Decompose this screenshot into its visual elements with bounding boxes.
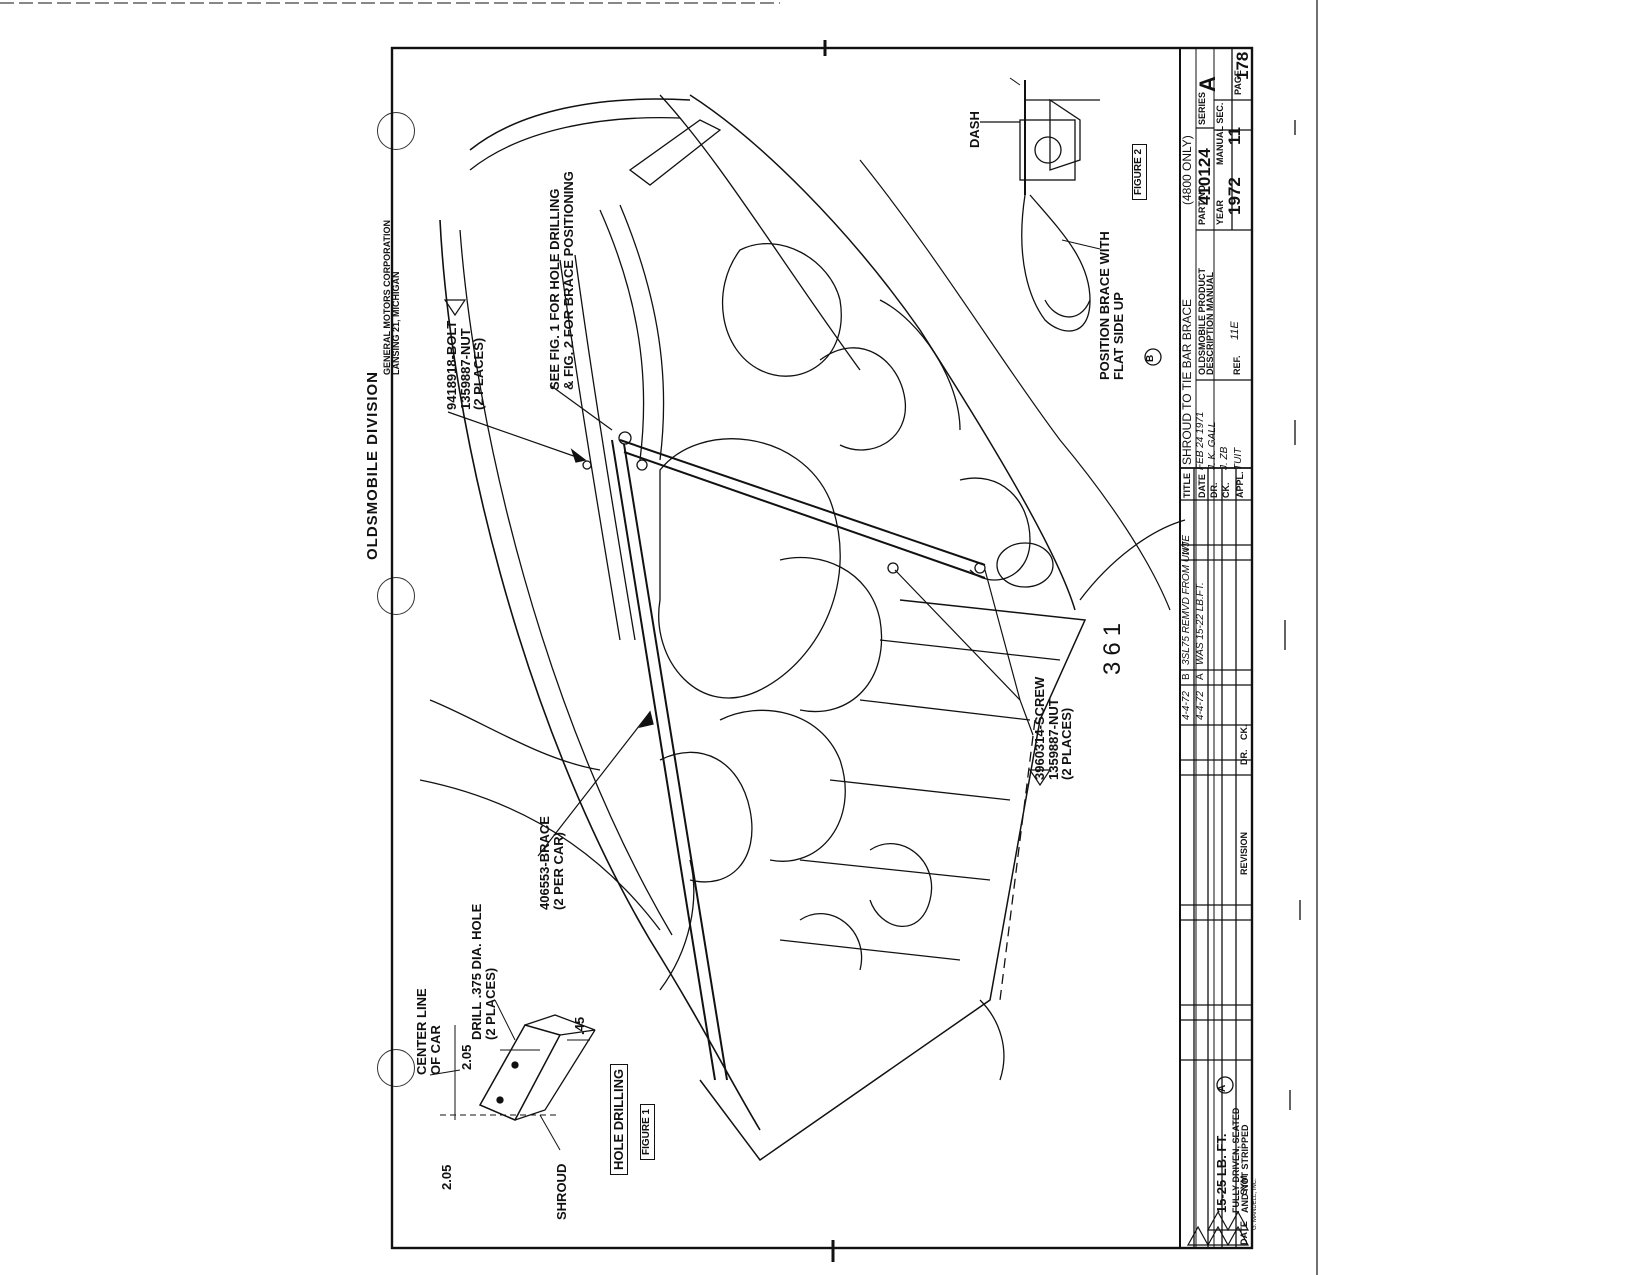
revision-row-date: 4-4-72 [1195, 691, 1206, 720]
figure-1-label: FIGURE 1 [640, 1103, 655, 1160]
part-number: 410124 [1195, 148, 1214, 205]
approved-label: APPL. [1235, 471, 1245, 498]
ref-value: 11E [1229, 321, 1241, 340]
checked-by-label: CK. [1221, 482, 1231, 499]
figure-2-label: FIGURE 2 [1132, 143, 1147, 200]
punch-hole [377, 577, 415, 615]
circle-a-label: A [1217, 1084, 1228, 1092]
see-figure-callout: SEE FIG. 1 FOR HOLE DRILLING& FIG. 2 FOR… [547, 171, 576, 390]
drawing-title: SHROUD TO TIE BAR BRACE [1180, 298, 1194, 465]
series-label: SERIES [1197, 91, 1207, 125]
dash-label: DASH [967, 111, 982, 148]
hole-drilling-title: HOLE DRILLING [610, 1063, 628, 1175]
year-value: 1972 [1225, 177, 1244, 215]
punch-hole [377, 1049, 415, 1087]
revision-row-date: 4-4-72 [1181, 691, 1192, 720]
revision-row-sym: A [1195, 673, 1206, 680]
printer-mark: G. MANDELL, INC. [1252, 1178, 1258, 1230]
date-value: FEB 24 1971 [1195, 411, 1206, 470]
approved-value: TUIT [1233, 447, 1244, 470]
drawing-title-note: (4800 ONLY) [1180, 135, 1194, 205]
title-label: TITLE [1182, 473, 1192, 498]
torque-note: 15-25 LB. FT. [1214, 1133, 1229, 1213]
checked-by-value: J. ZB [1219, 446, 1230, 470]
dimension-top: 2.05 [459, 1044, 474, 1070]
revision-row-text: WAS 15-22 LB.FT. [1195, 582, 1206, 665]
manual-sec-value: 11 [1225, 127, 1244, 145]
revision-col-dr: DR. [1239, 749, 1249, 766]
drawn-by-label: DR. [1209, 482, 1219, 499]
drill-hole-note: DRILL .375 DIA. HOLE(2 PLACES) [469, 903, 498, 1040]
sheet-number: 361 [1099, 616, 1126, 675]
revision-col-sym: SYM [1239, 1175, 1249, 1195]
brace-callout: 406553-BRACE(2 PER CAR) [537, 816, 566, 910]
revision-col-ck: CK. [1239, 724, 1249, 741]
date-label: DATE [1197, 474, 1207, 498]
manual-label: DESCRIPTION MANUAL [1205, 272, 1215, 375]
punch-hole [377, 112, 415, 150]
division-title: OLDSMOBILE DIVISION [364, 370, 381, 560]
page-value: 178 [1233, 51, 1252, 80]
division-city: LANSING 21, MICHIGAN [391, 271, 401, 375]
ref-label: REF. [1232, 355, 1242, 375]
revision-row-sym: B [1181, 673, 1192, 680]
dimension-left: 2.05 [439, 1164, 454, 1190]
shroud-label: SHROUD [554, 1163, 569, 1220]
circle-b-label: B [1145, 354, 1156, 362]
drawn-by-value: J. K. GALL [1207, 421, 1218, 470]
dimension-thickness: .45 [572, 1016, 587, 1035]
revision-col-date: DATE [1239, 1221, 1249, 1245]
revision-col-revision: REVISION [1239, 831, 1249, 875]
series-value: A [1195, 76, 1220, 92]
revision-row-dr: WJ [1181, 542, 1191, 555]
